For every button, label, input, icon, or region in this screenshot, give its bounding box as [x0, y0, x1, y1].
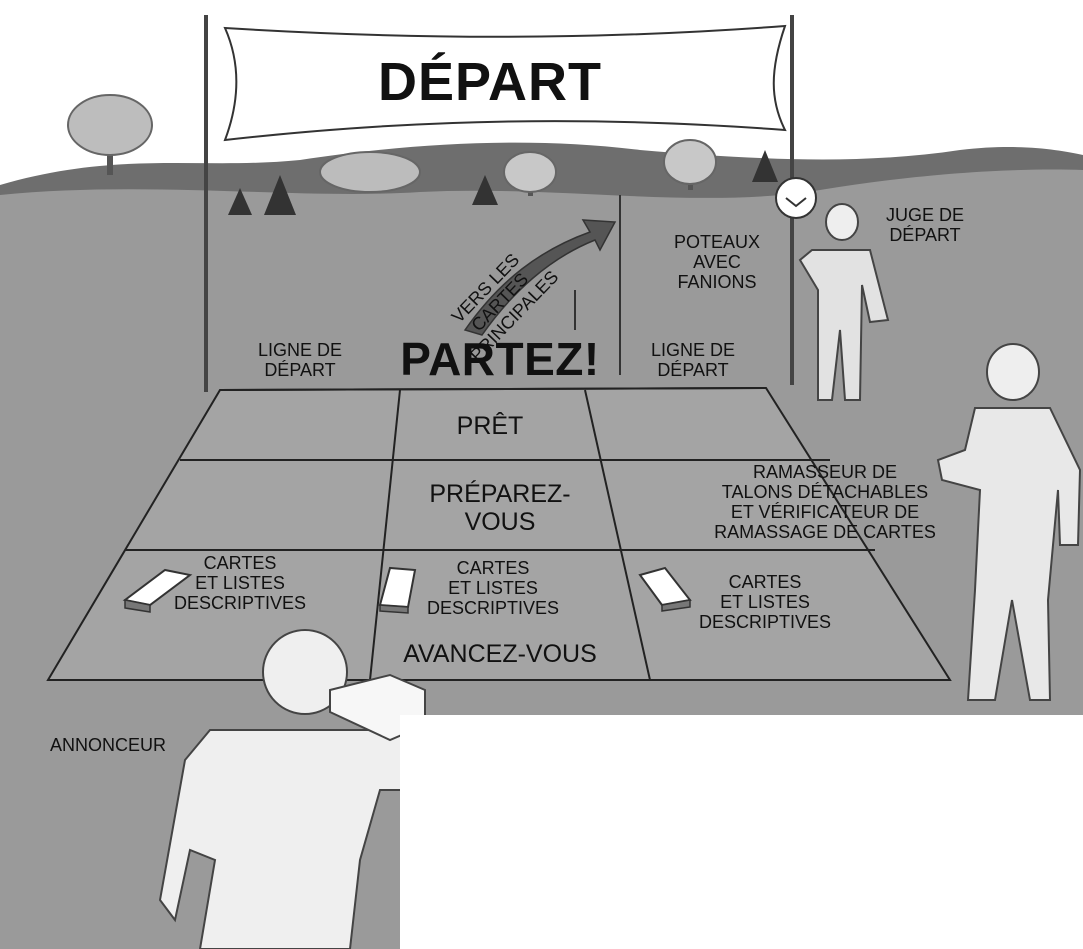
start-line-label-right: LIGNE DE DÉPART	[650, 340, 736, 381]
direction-arrow	[463, 219, 617, 336]
start-line	[219, 387, 767, 391]
flag-posts-label: POTEAUX AVEC FANIONS	[673, 232, 761, 293]
tree-icon	[663, 139, 717, 190]
card-collector-label: RAMASSEUR DE TALONS DÉTACHABLES ET VÉRIF…	[714, 462, 936, 543]
start-judge-figure	[798, 203, 890, 401]
maps-label-center: CARTES ET LISTES DESCRIPTIVES	[426, 558, 560, 619]
map-stack-icon	[122, 568, 193, 613]
card-collector-figure	[936, 343, 1082, 701]
command-advance: AVANCEZ-VOUS	[403, 640, 597, 668]
map-stack-icon	[378, 566, 417, 614]
stopwatch-icon	[775, 177, 817, 219]
tree-icon	[67, 94, 153, 175]
pine-tree-icon	[752, 150, 778, 182]
blank-panel	[400, 715, 1083, 949]
command-prepare: PRÉPAREZ- VOUS	[429, 480, 571, 536]
bush-icon	[319, 151, 421, 193]
banner-title: DÉPART	[377, 52, 602, 112]
lane-divider	[369, 389, 401, 681]
banner	[223, 24, 787, 142]
pine-tree-icon	[472, 175, 498, 205]
lane-divider	[584, 389, 651, 681]
maps-label-left: CARTES ET LISTES DESCRIPTIVES	[173, 553, 307, 614]
command-ready: PRÊT	[456, 412, 524, 440]
command-go: PARTEZ!	[400, 333, 600, 385]
tree-icon	[503, 151, 557, 196]
start-line-label-left: LIGNE DE DÉPART	[257, 340, 343, 381]
start-judge-label: JUGE DE DÉPART	[885, 205, 964, 246]
pine-tree-icon	[264, 175, 296, 215]
pine-tree-icon	[228, 188, 252, 215]
maps-label-right: CARTES ET LISTES DESCRIPTIVES	[698, 572, 832, 633]
announcer-label: ANNONCEUR	[50, 735, 167, 755]
map-stack-icon	[638, 566, 692, 612]
